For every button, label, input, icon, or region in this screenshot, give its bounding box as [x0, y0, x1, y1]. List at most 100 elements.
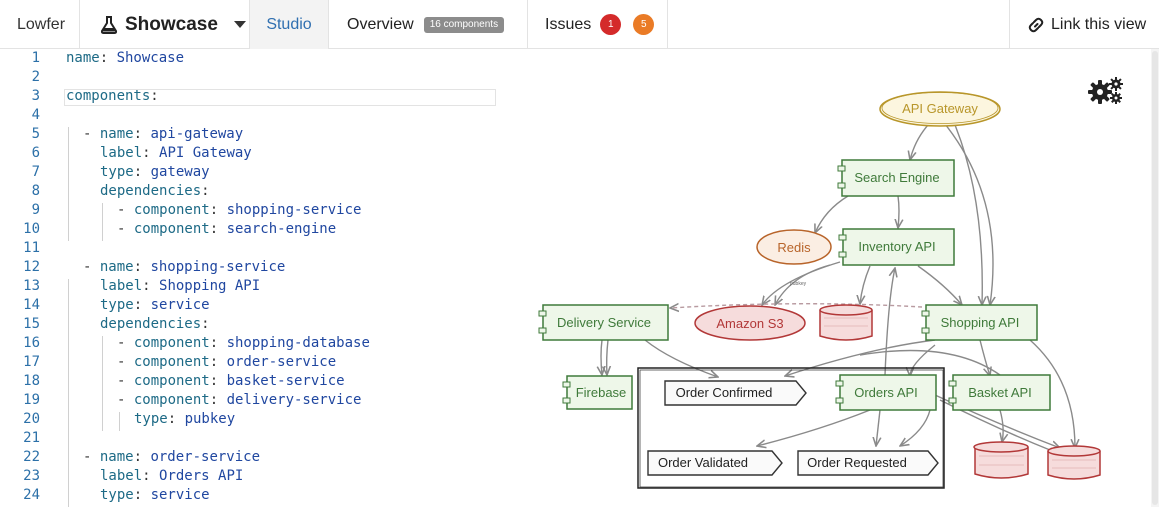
code-line: 2 — [0, 68, 510, 87]
node-label: Shopping API — [941, 315, 1020, 330]
edge — [1000, 409, 1003, 442]
node-search-engine[interactable]: Search Engine — [837, 159, 955, 197]
node-label: Order Validated — [658, 455, 748, 470]
yaml-key: components — [66, 88, 151, 104]
node-label: Order Confirmed — [676, 385, 773, 400]
link-this-view-button[interactable]: Link this view — [1009, 0, 1159, 49]
node-firebase[interactable]: Firebase — [562, 375, 633, 410]
edge — [785, 339, 936, 376]
line-number: 20 — [23, 411, 40, 427]
node-order-confirmed[interactable]: Order Confirmed — [664, 380, 807, 406]
node-database[interactable] — [819, 304, 873, 341]
line-number: 7 — [31, 164, 40, 180]
node-amazon-s3[interactable]: Amazon S3 — [694, 305, 806, 341]
tab-issues[interactable]: Issues 1 5 — [528, 0, 668, 49]
code-line: 10- component: search-engine — [0, 220, 510, 239]
diagram-scrollbar[interactable] — [1151, 49, 1159, 507]
node-order-validated[interactable]: Order Validated — [647, 450, 783, 476]
node-database[interactable] — [973, 441, 1029, 479]
yaml-value: delivery-service — [226, 392, 362, 408]
line-number: 8 — [31, 183, 40, 199]
line-number: 1 — [31, 50, 40, 66]
yaml-value: service — [150, 487, 210, 503]
architecture-diagram[interactable]: pubkey API Gateway Search Engine Redis I… — [510, 49, 1159, 507]
line-number: 12 — [23, 259, 40, 275]
node-label: Inventory API — [858, 239, 935, 254]
yaml-value: gateway — [150, 164, 210, 180]
edge — [601, 339, 602, 375]
line-number: 15 — [23, 316, 40, 332]
yaml-key: type — [100, 487, 134, 503]
node-label: Delivery Service — [557, 315, 651, 330]
issues-warning-badge: 5 — [633, 14, 655, 35]
brand-label: Lowfer — [17, 15, 66, 33]
edge — [757, 409, 871, 446]
indent-guide — [68, 127, 69, 241]
yaml-key: label — [100, 145, 143, 161]
node-basket-api[interactable]: Basket API — [948, 374, 1051, 411]
yaml-value: basket-service — [226, 373, 345, 389]
tab-overview[interactable]: Overview 16 components — [329, 0, 528, 49]
scrollbar-thumb[interactable] — [1152, 51, 1158, 505]
node-delivery-service[interactable]: Delivery Service — [538, 304, 669, 341]
node-shopping-api[interactable]: Shopping API — [921, 304, 1038, 341]
line-number: 14 — [23, 297, 40, 313]
edge — [979, 339, 990, 376]
line-number: 2 — [31, 69, 40, 85]
node-inventory-api[interactable]: Inventory API — [838, 228, 955, 266]
yaml-value: Shopping API — [159, 278, 261, 294]
code-line: 12- name: shopping-service — [0, 258, 510, 277]
line-number: 22 — [23, 449, 40, 465]
top-bar: Lowfer Showcase Studio Overview 16 compo… — [0, 0, 1159, 49]
node-orders-api[interactable]: Orders API — [835, 374, 937, 411]
yaml-value: shopping-database — [226, 335, 370, 351]
yaml-key: component — [133, 335, 210, 351]
yaml-key: component — [133, 392, 210, 408]
yaml-value: shopping-service — [226, 202, 362, 218]
tab-studio-label: Studio — [266, 15, 312, 33]
edge — [900, 409, 931, 446]
yaml-key: component — [133, 373, 210, 389]
yaml-value: api-gateway — [150, 126, 244, 142]
edge — [898, 195, 899, 228]
node-database[interactable] — [1047, 445, 1101, 480]
node-label: Order Requested — [807, 455, 907, 470]
tab-overview-label: Overview — [347, 15, 414, 33]
edge — [876, 409, 880, 446]
edge — [815, 195, 849, 233]
brand-link[interactable]: Lowfer — [0, 0, 80, 49]
line-number: 6 — [31, 145, 40, 161]
node-redis[interactable]: Redis — [756, 229, 832, 265]
node-label: Redis — [777, 240, 811, 255]
line-number: 23 — [23, 468, 40, 484]
tab-studio[interactable]: Studio — [250, 0, 329, 49]
yaml-value: Orders API — [159, 468, 244, 484]
code-line: 11 — [0, 239, 510, 258]
yaml-key: type — [134, 411, 168, 427]
project-selector[interactable]: Showcase — [80, 0, 250, 49]
node-label: Firebase — [576, 385, 627, 400]
code-line: 21 — [0, 429, 510, 448]
gears-icon[interactable] — [1086, 76, 1126, 106]
node-label: Search Engine — [854, 170, 939, 185]
code-line: 9- component: shopping-service — [0, 201, 510, 220]
line-number: 11 — [23, 240, 40, 256]
yaml-value: pubkey — [184, 411, 236, 427]
code-line: 17- component: order-service — [0, 353, 510, 372]
indent-guide — [68, 279, 69, 507]
node-label: API Gateway — [902, 101, 978, 116]
yaml-key: component — [133, 202, 210, 218]
node-api-gateway[interactable]: API Gateway — [879, 91, 1001, 127]
node-order-requested[interactable]: Order Requested — [797, 450, 939, 476]
flask-icon — [100, 15, 118, 34]
yaml-key: type — [100, 164, 134, 180]
line-number: 3 — [31, 88, 40, 104]
